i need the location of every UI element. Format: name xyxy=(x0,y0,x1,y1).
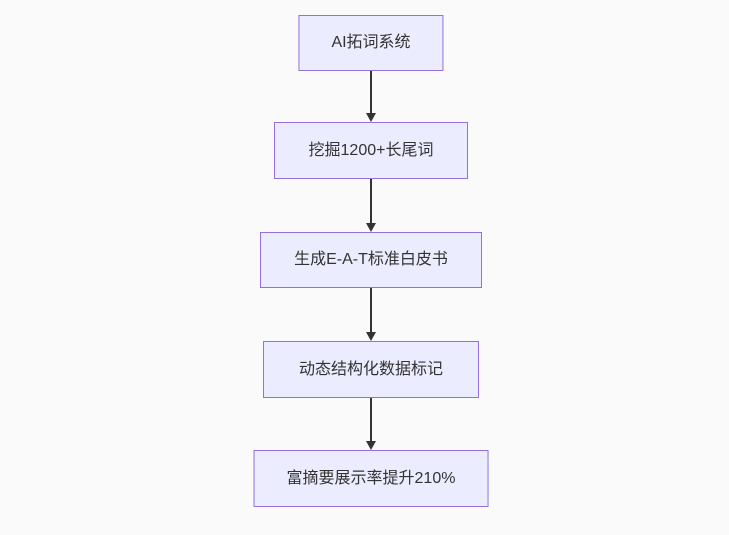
flow-node-label: 富摘要展示率提升210% xyxy=(286,469,456,487)
flow-arrow-3 xyxy=(366,288,376,341)
flow-arrow-4 xyxy=(366,398,376,450)
flow-node-label: 生成E-A-T标准白皮书 xyxy=(294,251,448,268)
arrow-line xyxy=(370,398,372,446)
flow-node-label: 挖掘1200+长尾词 xyxy=(308,141,434,159)
flow-node-structured-data-markup: 动态结构化数据标记 xyxy=(263,341,479,398)
arrow-head-icon xyxy=(366,113,376,122)
flow-node-rich-snippet-result: 富摘要展示率提升210% xyxy=(253,450,489,507)
flow-node-eat-whitepaper: 生成E-A-T标准白皮书 xyxy=(260,232,482,288)
arrow-line xyxy=(370,71,372,118)
arrow-line xyxy=(370,179,372,228)
flow-node-label: 动态结构化数据标记 xyxy=(298,360,443,378)
flow-arrow-2 xyxy=(366,179,376,232)
flow-arrow-1 xyxy=(366,71,376,122)
flow-node-label: AI拓词系统 xyxy=(331,34,411,51)
arrow-head-icon xyxy=(366,441,376,450)
arrow-head-icon xyxy=(366,223,376,232)
arrow-line xyxy=(370,288,372,337)
arrow-head-icon xyxy=(366,332,376,341)
flow-node-longtail-mining: 挖掘1200+长尾词 xyxy=(274,122,468,179)
flow-node-ai-keyword-system: AI拓词系统 xyxy=(298,15,444,71)
